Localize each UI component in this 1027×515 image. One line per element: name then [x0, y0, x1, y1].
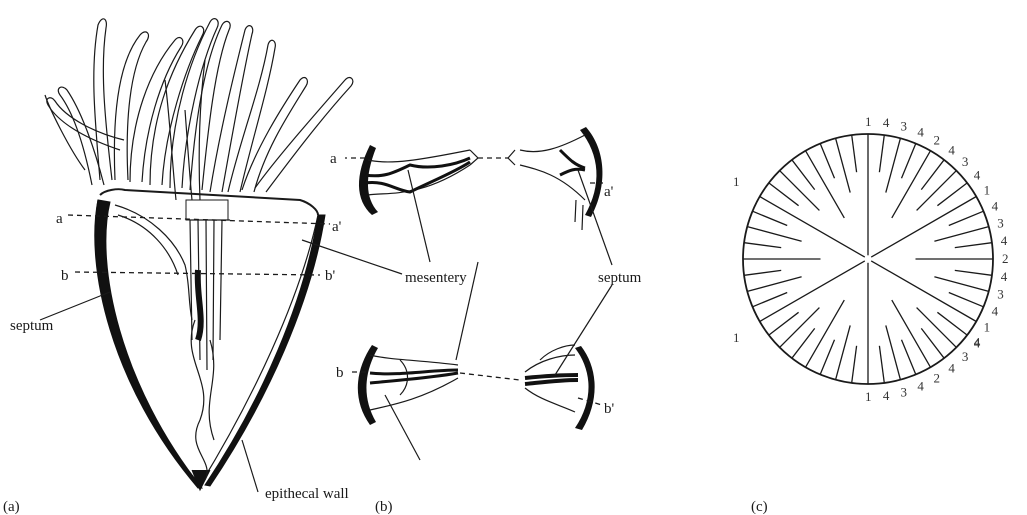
label-epithecal-wall: epithecal wall [265, 486, 349, 502]
cycle-number-top: 4 [1001, 269, 1008, 284]
caption-c: (c) [751, 499, 768, 515]
septum-line [917, 171, 957, 211]
septum-line [921, 160, 944, 190]
septum-line [836, 138, 851, 192]
label-mesentery: mesentery [405, 270, 467, 286]
septum-line [949, 211, 984, 225]
section-aa-left-wall [359, 145, 378, 215]
septum-line [937, 183, 967, 206]
septum-line [753, 211, 788, 225]
septum-line [852, 346, 857, 383]
label-septum-b: septum [598, 270, 642, 286]
cycle-number-top: 1 [984, 183, 991, 198]
cycle-number-top: 4 [948, 142, 955, 157]
cycle-number-bottom: 1 [865, 389, 872, 404]
septum-line [921, 328, 944, 358]
septum-line [937, 312, 967, 335]
cycle-number-top: 4 [917, 124, 924, 139]
septum-line [852, 135, 857, 172]
label-b-prime-section: b' [604, 401, 615, 417]
septum-line [744, 243, 781, 248]
cycle-number-top: 1 [984, 320, 991, 335]
cycle-number-bottom: 4 [917, 379, 924, 394]
septum-line [934, 277, 988, 292]
septum-line [769, 183, 799, 206]
cycle-number-bottom: 3 [962, 349, 969, 364]
cycle-number-top: 3 [962, 154, 969, 169]
cycle-number-left-upper: 1 [733, 174, 740, 189]
septum-line [917, 308, 957, 348]
epithecal-wall-shape [95, 200, 202, 488]
septum-line [934, 227, 988, 242]
polyp-body [95, 189, 325, 490]
septum-line [886, 325, 901, 379]
cycle-number-bottom: 3 [901, 384, 908, 399]
panel-b-cross-sections: a a' b b' septum (b) [330, 127, 642, 515]
cycle-number-top: 1 [865, 114, 872, 129]
septum-line [949, 293, 984, 307]
panel-a-polyp-drawing: a a' b b' septum mesentery epithecal wal… [3, 19, 467, 515]
septum-line [955, 270, 992, 275]
septum-line [753, 293, 788, 307]
tentacles [45, 19, 353, 200]
label-a-prime-section: a' [604, 184, 614, 200]
label-b-upper: b [61, 268, 69, 284]
label-b-section: b [336, 365, 344, 381]
cycle-number-bottom: 4 [883, 388, 890, 403]
cycle-number-bottom: 2 [934, 371, 941, 386]
septum-line [955, 243, 992, 248]
septum-line [747, 277, 801, 292]
cycle-number-top: 4 [974, 168, 981, 183]
cycle-number-top: 4 [883, 115, 890, 130]
cycle-number-top: 3 [997, 287, 1004, 302]
septum-line [820, 144, 834, 179]
caption-b: (b) [375, 499, 393, 515]
cycle-number-top: 3 [997, 216, 1004, 231]
septum-line [871, 197, 976, 258]
cycle-number-bottom: 4 [948, 361, 955, 376]
label-a-upper: a [56, 211, 63, 227]
septum-line [769, 312, 799, 335]
septum-line [744, 270, 781, 275]
septum-line [902, 144, 916, 179]
septum-line [886, 138, 901, 192]
section-bb-left-wall [358, 345, 378, 425]
septum-line [780, 171, 820, 211]
label-a-section: a [330, 151, 337, 167]
cycle-number-left-lower: 1 [733, 330, 740, 345]
septum-line [760, 197, 865, 258]
septum-line [820, 340, 834, 375]
septum-line [792, 160, 815, 190]
septum-line [836, 325, 851, 379]
label-b-prime: b' [325, 268, 336, 284]
cycle-number-top: 4 [992, 199, 999, 214]
cycle-number-bottom: 4 [974, 335, 981, 350]
septum-line [902, 340, 916, 375]
septum-line [879, 346, 884, 383]
caption-a: (a) [3, 499, 20, 515]
septum-line [780, 308, 820, 348]
cycle-number-top: 2 [934, 132, 941, 147]
label-a-prime: a' [332, 219, 342, 235]
septum-line [792, 328, 815, 358]
septum-line [871, 261, 976, 322]
section-bb-right-wall [575, 346, 595, 430]
septum-line [747, 227, 801, 242]
cycle-number-top: 4 [1001, 233, 1008, 248]
septum-line [879, 135, 884, 172]
label-septum-a: septum [10, 318, 54, 334]
septa-lines [743, 134, 993, 384]
septum-line [760, 261, 865, 322]
cycle-number-top: 3 [901, 119, 908, 134]
section-aa-right-wall [580, 127, 602, 217]
cycle-number-top: 4 [992, 303, 999, 318]
cycle-number-top: 2 [1002, 251, 1009, 266]
